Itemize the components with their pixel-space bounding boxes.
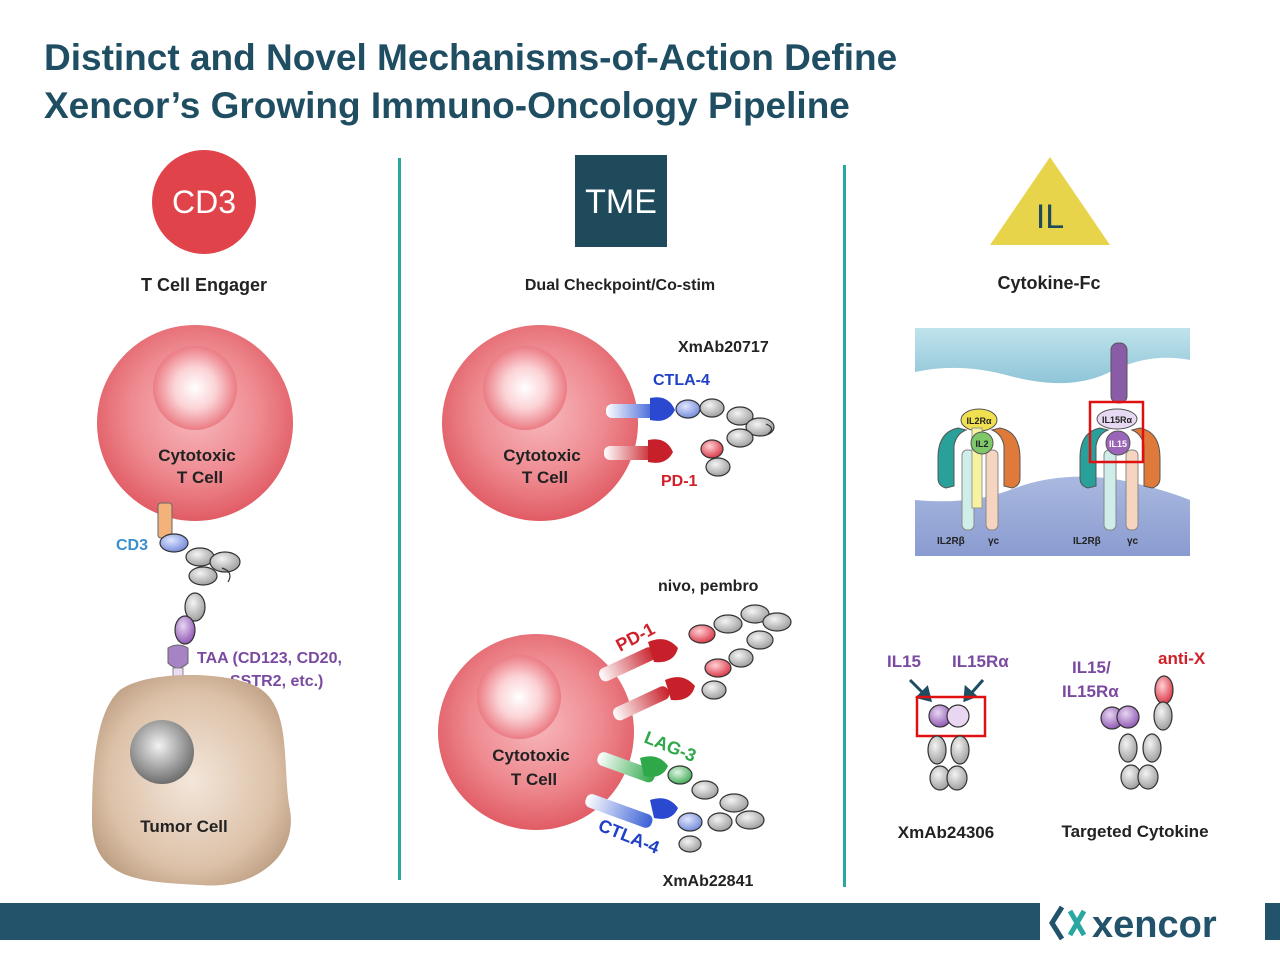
cd3-badge-label: CD3 <box>172 184 236 220</box>
il2-label: IL2 <box>975 439 988 449</box>
tumor-cell-label: Tumor Cell <box>140 817 228 836</box>
il2rb-label-1: IL2Rβ <box>937 536 965 547</box>
il-badge-label: IL <box>1036 198 1064 236</box>
heading-t-cell-engager: T Cell Engager <box>141 275 267 295</box>
bottom-ctla4-receptor <box>585 794 678 828</box>
il15ra-small-label: IL15Rα <box>1102 415 1133 425</box>
top-pd1-receptor <box>604 439 673 463</box>
middle-top-cell-label-2: T Cell <box>522 468 568 487</box>
title-line-1: Distinct and Novel Mechanisms-of-Action … <box>44 37 898 78</box>
bottom-pd1-receptors <box>599 639 695 721</box>
middle-bottom-cell-label-2: T Cell <box>511 770 557 789</box>
il15-slash-label-1: IL15/ <box>1072 658 1111 677</box>
top-ctla4-receptor <box>606 397 675 421</box>
cytokine-receptor-schematic: IL2Rα IL2 IL15Rα IL15 IL2Rβ γc IL2Rβ γc <box>915 328 1190 556</box>
taa-label-1: TAA (CD123, CD20, <box>197 650 342 667</box>
xmab24306-molecule <box>915 695 987 791</box>
tme-badge: TME <box>575 155 667 247</box>
middle-top-t-cell: Cytotoxic T Cell <box>442 325 638 521</box>
left-t-cell: Cytotoxic T Cell <box>97 325 293 521</box>
slide-title: Distinct and Novel Mechanisms-of-Action … <box>44 34 1144 130</box>
nivo-pembro-label: nivo, pembro <box>658 578 759 595</box>
targeted-cytokine-label: Targeted Cytokine <box>1061 822 1208 841</box>
xencor-logo-icon: xencor <box>1049 904 1217 946</box>
top-ctla4-label: CTLA-4 <box>653 372 710 389</box>
xmab22841-label: XmAb22841 <box>663 873 754 890</box>
xmab20717-antibody <box>675 398 775 477</box>
middle-top-cell-label-1: Cytotoxic <box>503 446 580 465</box>
anti-x-label: anti-X <box>1158 649 1206 668</box>
il2rb-label-2: IL2Rβ <box>1073 536 1101 547</box>
tme-badge-label: TME <box>585 183 657 221</box>
il15-small-label: IL15 <box>1109 439 1127 449</box>
left-cell-label-1: Cytotoxic <box>158 446 235 465</box>
gc-label-2: γc <box>1127 536 1139 547</box>
xmab20717-label: XmAb20717 <box>678 339 769 356</box>
xencor-logo-text: xencor <box>1092 904 1217 946</box>
separator-right <box>843 165 846 887</box>
il15-slash-label-2: IL15Rα <box>1062 682 1119 701</box>
heading-cytokine-fc: Cytokine-Fc <box>997 273 1100 293</box>
middle-bottom-cell-label-1: Cytotoxic <box>492 746 569 765</box>
gc-label-1: γc <box>988 536 1000 547</box>
targeted-cytokine-molecule <box>1100 675 1174 790</box>
xmab24306-label: XmAb24306 <box>898 823 994 842</box>
xmab22841-antibody <box>667 765 765 853</box>
separator-left <box>398 158 401 880</box>
tumor-cell: Tumor Cell <box>92 674 291 886</box>
cd3-badge: CD3 <box>152 150 256 254</box>
left-cell-label-2: T Cell <box>177 468 223 487</box>
cd3-label: CD3 <box>116 537 148 554</box>
top-pd1-label: PD-1 <box>661 473 698 490</box>
il15ra-label: IL15Rα <box>952 652 1009 671</box>
cd3-binding-domain <box>159 533 189 553</box>
left-bispecific-antibody <box>174 547 241 645</box>
il2ra-label: IL2Rα <box>966 416 992 426</box>
cd3-receptor <box>157 502 173 539</box>
middle-bottom-t-cell: Cytotoxic T Cell <box>438 634 634 830</box>
xencor-logo: xencor <box>1040 895 1265 951</box>
taa-receptor <box>167 644 189 669</box>
heading-dual-checkpoint: Dual Checkpoint/Co-stim <box>525 277 715 294</box>
il15-label: IL15 <box>887 652 921 671</box>
title-line-2: Xencor’s Growing Immuno-Oncology Pipelin… <box>44 85 850 126</box>
nivo-pembro-antibody <box>688 604 792 700</box>
il-badge: IL <box>990 157 1110 245</box>
bottom-lag3-receptor <box>597 752 668 783</box>
